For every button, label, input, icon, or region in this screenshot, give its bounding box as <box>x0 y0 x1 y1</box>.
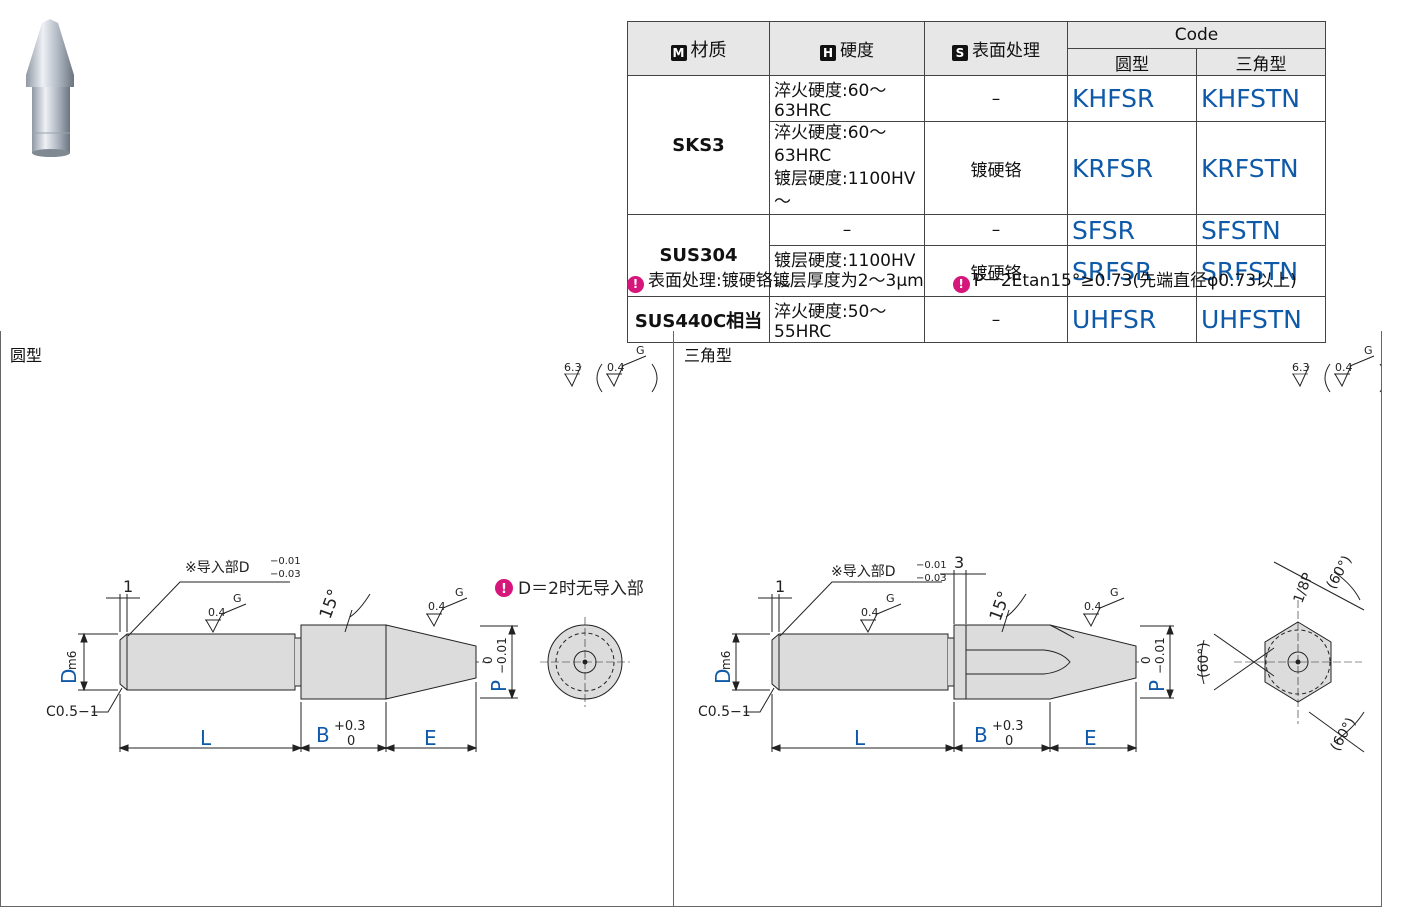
round-header: 圆型 <box>1067 48 1197 76</box>
rough-label: G <box>455 586 464 599</box>
dim-P-tol: 0 <box>481 656 495 664</box>
angle60-left: (60°) <box>1196 642 1212 678</box>
dim-P-tol: −0.01 <box>1153 637 1167 674</box>
code-header: Code <box>1067 21 1326 49</box>
info-icon: ! <box>627 276 644 293</box>
code-link[interactable]: KHFSTN <box>1196 75 1326 122</box>
code-link[interactable]: KRFSR <box>1067 121 1197 215</box>
svg-text:!: ! <box>501 582 507 597</box>
note-d2: D＝2时无导入部 <box>518 579 644 599</box>
dim-3: 3 <box>954 553 964 572</box>
code-link[interactable]: KHFSR <box>1067 75 1197 122</box>
rough-label: G <box>233 592 242 605</box>
code-link[interactable]: KRFSTN <box>1196 121 1326 215</box>
dim-B-tol: 0 <box>1005 734 1013 749</box>
round-title: 圆型 <box>10 346 43 365</box>
roughness-label: G <box>1364 344 1373 357</box>
surface-cell: 镀硬铬 <box>924 121 1068 215</box>
notes: !表面处理:镀硬铬镀层厚度为2～3μm !P－2Etan15°≥0.73(先端直… <box>627 266 1297 293</box>
dim-E: E <box>424 726 437 750</box>
code-link[interactable]: UHFSTN <box>1196 296 1326 343</box>
roughness-label: 6.3 <box>564 361 582 374</box>
dim-1: 1 <box>775 577 785 596</box>
round-drawing: 6.3 0.4 G <box>46 344 658 752</box>
material-cell: SKS3 <box>627 75 770 215</box>
roughness-label: 0.4 <box>1335 361 1353 374</box>
triangle-title: 三角型 <box>684 346 733 365</box>
roughness-label: 0.4 <box>607 361 625 374</box>
angle-label: 15° <box>316 587 345 622</box>
code-link[interactable]: SFSTN <box>1196 214 1326 246</box>
note-text: 表面处理:镀硬铬镀层厚度为2～3μm <box>648 271 924 291</box>
dim-B-tol: +0.3 <box>334 719 366 734</box>
rough-label: G <box>1110 586 1119 599</box>
panel-border <box>0 331 1 907</box>
note-text: P－2Etan15°≥0.73(先端直径φ0.73以上) <box>973 271 1297 291</box>
material-cell: SUS440C相当 <box>627 296 770 343</box>
dim-P-tol: 0 <box>1139 656 1153 664</box>
hardness-cell: 淬火硬度:50～55HRC <box>769 296 925 343</box>
product-photo <box>26 19 74 157</box>
lead-tol: −0.03 <box>270 569 301 580</box>
dim-D: D <box>711 669 735 684</box>
dim-L: L <box>854 726 866 750</box>
dim-B: B <box>974 723 988 747</box>
code-link[interactable]: SRFSR <box>1067 245 1197 297</box>
surface-cell: – <box>924 75 1068 122</box>
dim-D-sub: m6 <box>719 651 733 670</box>
panel-divider <box>673 331 674 907</box>
angle60-bottom: (60°) <box>1328 715 1360 754</box>
dim-P: P <box>487 680 511 692</box>
dim-B-tol: 0 <box>347 734 355 749</box>
dim-E: E <box>1084 726 1097 750</box>
surface-cell: – <box>924 296 1068 343</box>
hardness-cell: 镀层硬度:1100HV～ <box>769 245 925 297</box>
chamfer-label: C0.5−1 <box>698 704 751 720</box>
table-row: SUS440C相当 淬火硬度:50～55HRC – UHFSR UHFSTN <box>627 296 1326 343</box>
d2-note: ! D＝2时无导入部 <box>495 579 644 599</box>
roughness-label: G <box>636 344 645 357</box>
dim-P-tol: −0.01 <box>495 637 509 674</box>
dim-B-tol: +0.3 <box>992 719 1024 734</box>
rough-label: 0.4 <box>1084 600 1102 613</box>
lead-note: ※导入部D <box>185 560 250 576</box>
rough-label: G <box>886 592 895 605</box>
rough-label: 0.4 <box>208 606 226 619</box>
lead-tol: −0.01 <box>916 560 947 571</box>
dim-D: D <box>57 669 81 684</box>
roughness-label: 6.3 <box>1292 361 1310 374</box>
surface-cell: – <box>924 214 1068 246</box>
hardness-cell: 淬火硬度:60～63HRC <box>769 75 925 122</box>
hardness-cell: – <box>769 214 925 246</box>
flat-label: 1/8P <box>1291 571 1317 606</box>
dim-L: L <box>200 726 212 750</box>
table-row: SUS304 – – SFSR SFSTN <box>627 214 1326 297</box>
angle-label: 15° <box>986 589 1015 624</box>
rough-label: 0.4 <box>428 600 446 613</box>
triangle-header: 三角型 <box>1196 48 1326 76</box>
dim-P: P <box>1145 680 1169 692</box>
lead-note: ※导入部D <box>831 564 896 580</box>
chamfer-label: C0.5−1 <box>46 704 99 720</box>
dim-D-sub: m6 <box>65 651 79 670</box>
dim-B: B <box>316 723 330 747</box>
table-row: SKS3 淬火硬度:60～63HRC – KHFSR KHFSTN <box>627 75 1326 215</box>
info-icon: ! <box>952 276 970 293</box>
dim-1: 1 <box>123 577 133 596</box>
rough-label: 0.4 <box>861 606 879 619</box>
panel-border <box>1381 331 1382 907</box>
code-link[interactable]: UHFSR <box>1067 296 1197 343</box>
table-row: 镀层硬度:1100HV～ 镀硬铬 SRFSR SRFSTN <box>628 245 1326 297</box>
lead-tol: −0.03 <box>916 573 947 584</box>
code-link[interactable]: SFSR <box>1067 214 1197 246</box>
triangle-drawing: 6.3 0.4 G <box>698 344 1381 754</box>
lead-tol: −0.01 <box>270 556 301 567</box>
